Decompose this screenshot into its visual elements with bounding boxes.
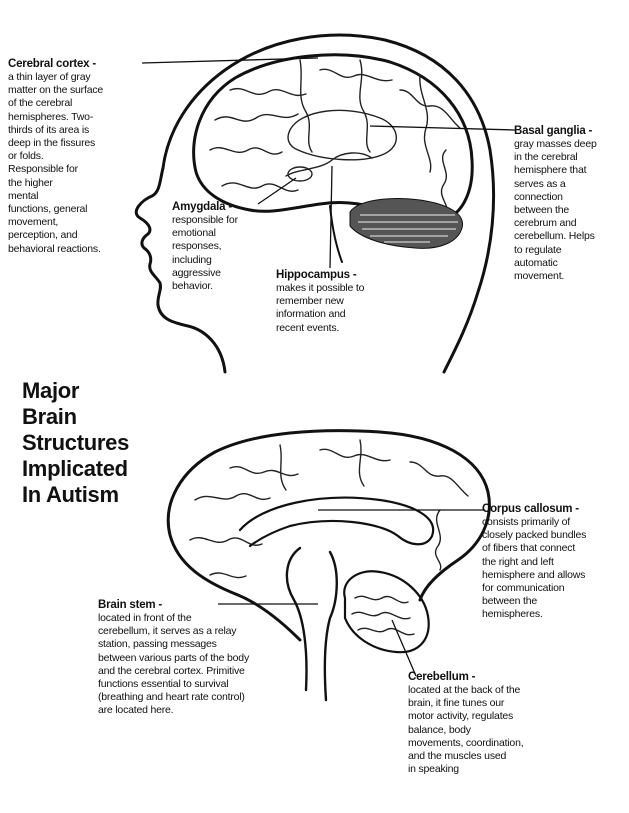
label-corpus-callosum-desc: consists primarily of closely packed bun… bbox=[482, 516, 629, 622]
leader-cerebellum bbox=[392, 620, 416, 676]
label-corpus-callosum: Corpus callosum - consists primarily of … bbox=[482, 502, 629, 622]
leader-cerebral-cortex bbox=[142, 58, 318, 63]
label-hippocampus-title: Hippocampus - bbox=[276, 268, 416, 282]
label-cerebellum-title: Cerebellum - bbox=[408, 670, 588, 684]
label-cerebellum: Cerebellum - located at the back of the … bbox=[408, 670, 588, 776]
label-basal-ganglia: Basal ganglia - gray masses deep in the … bbox=[514, 124, 629, 283]
top-cerebellum bbox=[350, 199, 463, 249]
label-amygdala: Amygdala - responsible for emotional res… bbox=[172, 200, 272, 293]
hippocampus-shape bbox=[286, 153, 372, 176]
label-amygdala-title: Amygdala - bbox=[172, 200, 272, 214]
label-cerebellum-desc: located at the back of the brain, it fin… bbox=[408, 684, 588, 776]
label-cerebral-cortex-desc: a thin layer of gray matter on the surfa… bbox=[8, 71, 148, 256]
label-corpus-callosum-title: Corpus callosum - bbox=[482, 502, 629, 516]
label-basal-ganglia-title: Basal ganglia - bbox=[514, 124, 629, 138]
label-brain-stem-desc: located in front of the cerebellum, it s… bbox=[98, 612, 323, 718]
top-brainstem bbox=[330, 206, 342, 262]
label-brain-stem-title: Brain stem - bbox=[98, 598, 323, 612]
leader-basal-ganglia bbox=[370, 126, 515, 130]
basal-ganglia-shape bbox=[288, 110, 396, 159]
top-brain-gyri bbox=[210, 60, 460, 212]
label-cerebral-cortex: Cerebral cortex - a thin layer of gray m… bbox=[8, 57, 148, 256]
top-brain-outline bbox=[194, 55, 473, 222]
label-brain-stem: Brain stem - located in front of the cer… bbox=[98, 598, 323, 718]
label-basal-ganglia-desc: gray masses deep in the cerebral hemisph… bbox=[514, 138, 629, 283]
label-hippocampus-desc: makes it possible to remember new inform… bbox=[276, 282, 416, 335]
sagittal-brain-gyri bbox=[190, 440, 468, 578]
label-hippocampus: Hippocampus - makes it possible to remem… bbox=[276, 268, 416, 335]
label-cerebral-cortex-title: Cerebral cortex - bbox=[8, 57, 148, 71]
label-amygdala-desc: responsible for emotional responses, inc… bbox=[172, 214, 272, 293]
diagram-title: Major Brain Structures Implicated In Aut… bbox=[22, 378, 129, 508]
corpus-callosum-shape bbox=[240, 498, 433, 546]
